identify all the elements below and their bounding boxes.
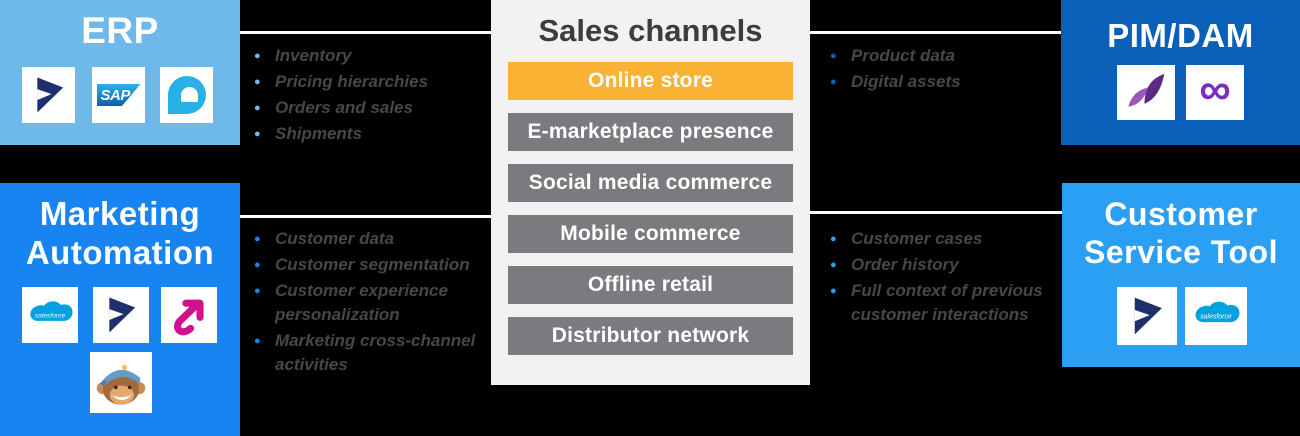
marketing-dynamics-tile — [93, 287, 149, 343]
list-item: Customer cases — [828, 227, 1043, 251]
pim-inriver-tile — [1117, 65, 1175, 120]
connector-channels-to-pim — [810, 31, 1061, 34]
list-item: Orders and sales — [252, 96, 467, 120]
connector-marketing-to-channels — [240, 215, 491, 218]
list-item: Product data — [828, 44, 1018, 68]
marketing-data-list: Customer data Customer segmentation Cust… — [252, 227, 480, 379]
svg-text:salesforce: salesforce — [1200, 314, 1232, 321]
svg-text:salesforce: salesforce — [35, 313, 66, 320]
pim-dam-title: PIM/DAM — [1107, 17, 1254, 54]
list-item: Order history — [828, 253, 1043, 277]
pim-dam-box: PIM/DAM ∞ — [1061, 0, 1300, 145]
marketing-automation-box: Marketing Automation salesforce — [0, 183, 240, 436]
salesforce-logo-icon: salesforce — [30, 301, 73, 321]
service-dynamics-tile — [1117, 287, 1177, 345]
service-data-list: Customer cases Order history Full contex… — [828, 227, 1043, 329]
erp-dynamics-tile — [22, 67, 75, 123]
marketing-mailchimp-tile — [90, 352, 152, 413]
connector-channels-to-service — [810, 211, 1062, 214]
pim-data-list: Product data Digital assets — [828, 44, 1018, 96]
customer-service-box: Customer Service Tool salesforce — [1062, 183, 1300, 367]
sales-channels-card: Sales channels Online store E-marketplac… — [491, 0, 810, 385]
salesforce-logo-icon: salesforce — [1195, 301, 1240, 323]
channel-offline-retail: Offline retail — [508, 266, 793, 304]
dynamics-logo-icon — [109, 297, 136, 333]
channel-social-media: Social media commerce — [508, 164, 793, 202]
service-salesforce-tile: salesforce — [1185, 287, 1247, 345]
list-item: Digital assets — [828, 70, 1018, 94]
connector-erp-to-channels — [240, 31, 491, 34]
teardrop-logo-icon — [167, 76, 206, 114]
infinity-logo-icon: ∞ — [1199, 65, 1231, 114]
customer-service-title: Customer Service Tool — [1084, 196, 1278, 270]
list-item: Marketing cross-channel activities — [252, 329, 480, 377]
list-item: Customer data — [252, 227, 480, 251]
erp-teardrop-tile — [160, 67, 213, 123]
list-item: Shipments — [252, 122, 467, 146]
pink-arrow-logo-icon — [174, 299, 204, 336]
erp-data-list: Inventory Pricing hierarchies Orders and… — [252, 44, 467, 148]
sap-logo-icon: SAP — [96, 84, 141, 106]
list-item: Pricing hierarchies — [252, 70, 467, 94]
list-item: Inventory — [252, 44, 467, 68]
channel-distributor-network: Distributor network — [508, 317, 793, 355]
channel-online-store: Online store — [508, 62, 793, 100]
sap-logo-label: SAP — [100, 86, 131, 104]
pim-infinity-tile: ∞ — [1186, 65, 1244, 120]
marketing-automation-title: Marketing Automation — [25, 195, 215, 271]
marketing-pink-arrow-tile — [161, 287, 217, 343]
channels-list: Online store E-marketplace presence Soci… — [508, 62, 793, 355]
list-item: Customer segmentation — [252, 253, 480, 277]
inriver-logo-icon — [1128, 73, 1165, 107]
channel-mobile-commerce: Mobile commerce — [508, 215, 793, 253]
channel-e-marketplace: E-marketplace presence — [508, 113, 793, 151]
dynamics-logo-icon — [1134, 297, 1162, 335]
mailchimp-logo-icon — [96, 364, 146, 405]
list-item: Customer experience personalization — [252, 279, 480, 327]
sales-channels-title: Sales channels — [538, 13, 763, 48]
list-item: Full context of previous customer intera… — [828, 279, 1043, 327]
marketing-salesforce-tile: salesforce — [22, 287, 78, 343]
dynamics-logo-icon — [36, 77, 63, 113]
erp-title: ERP — [81, 10, 159, 51]
erp-sap-tile: SAP — [92, 67, 145, 123]
erp-box: ERP SAP — [0, 0, 240, 145]
